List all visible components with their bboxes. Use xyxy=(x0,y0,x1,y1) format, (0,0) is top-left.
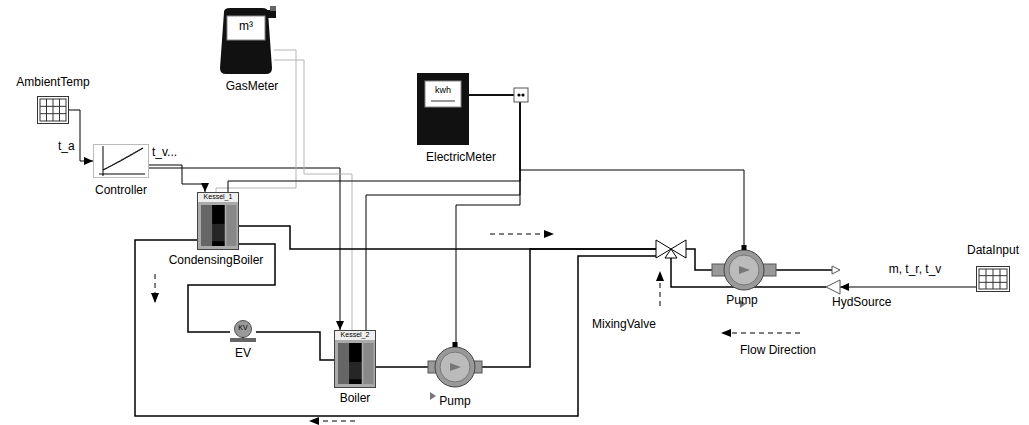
component-label: Pump xyxy=(726,294,757,308)
pipe-connector xyxy=(686,249,712,270)
port-triangle xyxy=(430,392,436,400)
component-label: Pump xyxy=(439,395,470,409)
component-label: ElectricMeter xyxy=(426,151,496,165)
component-label: HydSource xyxy=(832,296,891,310)
component-label: CondensingBoiler xyxy=(169,254,264,268)
electric-meter: kwhElectricMeter xyxy=(417,73,469,145)
signal-name: t_v... xyxy=(152,146,177,160)
gas-line xyxy=(274,60,352,330)
icon-text: Kessel_2 xyxy=(341,331,370,339)
component-label: AmbientTemp xyxy=(16,76,89,90)
gas-meter-icon xyxy=(218,8,274,74)
terminal-box xyxy=(514,88,528,102)
signal-line xyxy=(840,287,976,288)
signal-line xyxy=(228,95,520,192)
pipe-connector xyxy=(482,249,656,367)
pump-symbol: Pump xyxy=(712,248,776,292)
boiler-unit-icon xyxy=(197,192,239,250)
icon-text: m³ xyxy=(239,20,253,34)
table-source-icon xyxy=(976,266,1010,292)
table-source: DataInput xyxy=(976,266,1010,292)
pipe-connector xyxy=(135,240,656,416)
component-label: GasMeter xyxy=(226,80,279,94)
table-source: AmbientTemp xyxy=(37,96,69,124)
pipe-connector xyxy=(256,332,334,360)
pipe-connector xyxy=(239,226,656,249)
terminal-pin xyxy=(521,93,524,96)
boiler-unit: Kessel_2Boiler xyxy=(334,330,376,388)
hydraulic-source: HydSource xyxy=(826,280,840,294)
boiler-unit-icon xyxy=(334,330,376,388)
component-label: MixingValve xyxy=(592,318,656,332)
pipe-connector xyxy=(376,366,428,368)
icon-text: KV xyxy=(238,324,247,332)
flow-arrow xyxy=(722,333,800,334)
flow-arrow xyxy=(490,234,553,235)
table-source-icon xyxy=(37,96,69,124)
signal-name: t_a xyxy=(58,140,75,154)
icon-text: Kessel_1 xyxy=(204,193,233,201)
flow-arrow xyxy=(660,272,661,306)
signal-line xyxy=(469,95,744,248)
boiler-unit: Kessel_1CondensingBoiler xyxy=(197,192,239,250)
component-label: Boiler xyxy=(340,392,371,406)
signal-line xyxy=(69,110,93,161)
pump-symbol-icon xyxy=(712,248,776,292)
controller-block-icon xyxy=(93,144,149,178)
icon-text: kwh xyxy=(435,85,451,95)
terminal-pin xyxy=(517,93,520,96)
component-label: Controller xyxy=(95,184,147,198)
flow-arrow xyxy=(310,421,355,422)
pump-symbol: Pump xyxy=(428,345,482,389)
hydraulic-source-icon xyxy=(826,280,840,294)
gas-meter: m³GasMeter xyxy=(218,8,274,74)
outlet-pipe xyxy=(776,269,836,271)
flow-note: Flow Direction xyxy=(740,344,816,358)
controller-block: Controller xyxy=(93,144,149,178)
signal-name: m, t_r, t_v xyxy=(887,263,944,277)
expansion-vessel: KVEV xyxy=(230,320,256,342)
flow-arrow xyxy=(155,274,156,302)
signal-line xyxy=(149,165,205,192)
outlet-port xyxy=(832,266,840,274)
mixing-valve-icon xyxy=(656,240,686,258)
pump-symbol-icon xyxy=(428,345,482,389)
mixing-valve: MixingValve xyxy=(656,240,686,258)
electric-meter-icon xyxy=(417,73,469,145)
component-label: DataInput xyxy=(967,244,1019,258)
component-label: EV xyxy=(235,347,251,361)
